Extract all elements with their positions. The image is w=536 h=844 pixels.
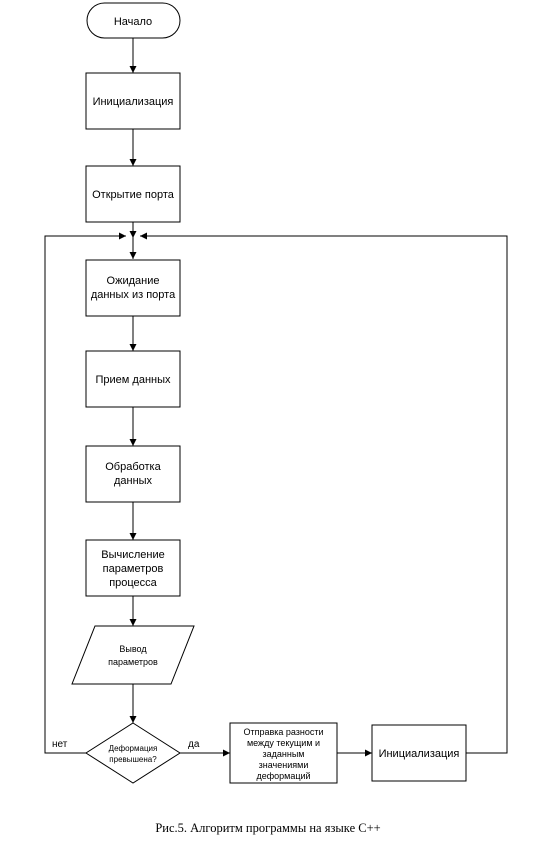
start-label: Начало	[114, 16, 152, 28]
send-difference-box: Отправка разности между текущим и заданн…	[229, 722, 338, 784]
init2-label: Инициализация	[379, 748, 460, 760]
branch-label-no: нет	[52, 739, 68, 750]
connectors	[44, 38, 508, 757]
loop-return-branch	[140, 232, 508, 754]
decision-label-line2: превышена?	[109, 755, 157, 764]
receive-label: Прием данных	[96, 374, 171, 386]
loop-no-branch	[44, 232, 126, 754]
init-process-box: Инициализация	[85, 72, 181, 130]
send-diff-line1: Отправка разности	[243, 727, 323, 737]
process-data-box: Обработка данных	[85, 445, 181, 503]
output-label-line2: параметров	[108, 657, 158, 667]
start-terminator: Начало	[86, 2, 181, 39]
branch-label-yes: да	[188, 739, 200, 750]
compute-label-line3: процесса	[109, 577, 157, 589]
receive-process-box: Прием данных	[85, 350, 181, 408]
compute-label-line1: Вычисление	[101, 549, 165, 561]
figure-caption: Рис.5. Алгоритм программы на языке С++	[155, 821, 380, 835]
open-port-process-box: Открытие порта	[85, 165, 181, 223]
send-diff-line3: заданным	[263, 749, 305, 759]
output-io-parallelogram: Вывод параметров	[71, 625, 195, 685]
init2-process-box: Инициализация	[371, 724, 467, 782]
decision-label-line1: Деформация	[109, 744, 158, 753]
send-diff-line2: между текущим и	[247, 738, 320, 748]
wait-data-process-box: Ожидание данных из порта	[85, 259, 181, 317]
open-port-label: Открытие порта	[92, 189, 175, 201]
process-data-label-line1: Обработка	[105, 461, 161, 473]
wait-data-label-line1: Ожидание	[107, 275, 160, 287]
compute-label-line2: параметров	[103, 563, 164, 575]
output-label-line1: Вывод	[119, 644, 147, 654]
init-label: Инициализация	[93, 96, 174, 108]
compute-params-box: Вычисление параметров процесса	[85, 539, 181, 597]
wait-data-label-line2: данных из порта	[91, 289, 176, 301]
process-data-label-line2: данных	[114, 475, 153, 487]
decision-diamond: Деформация превышена?	[85, 722, 181, 784]
send-diff-line5: деформаций	[256, 771, 310, 781]
send-diff-line4: значениями	[259, 760, 309, 770]
